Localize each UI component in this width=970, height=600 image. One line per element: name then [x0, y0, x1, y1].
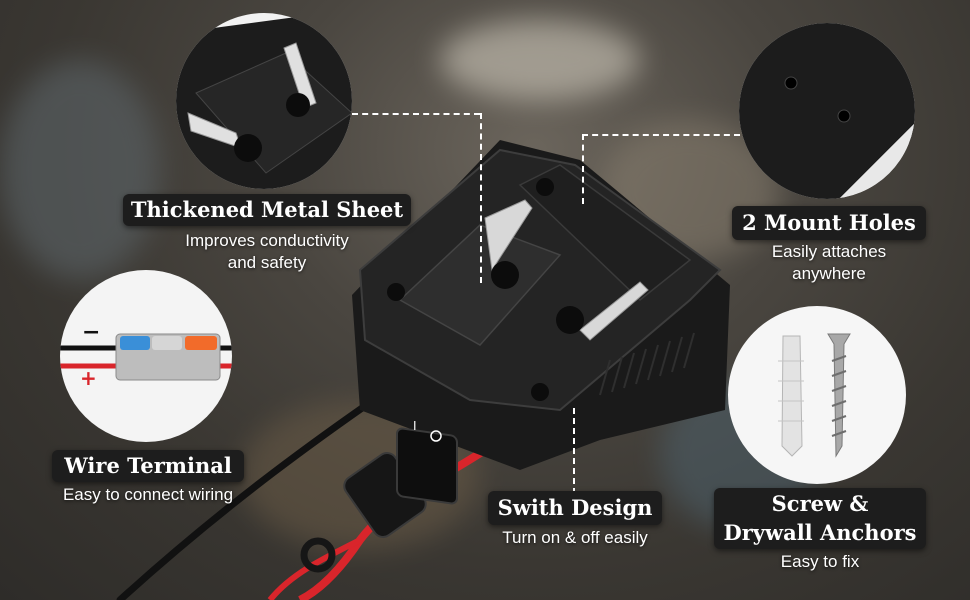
mount-holes-title: 2 Mount Holes — [732, 206, 926, 240]
metal-sheet-title: Thickened Metal Sheet — [123, 194, 411, 226]
connector-line — [352, 113, 480, 115]
connector-line — [573, 408, 575, 494]
wire-terminal-closeup: − + — [60, 270, 232, 442]
metal-sheet-description-line: and safety — [227, 253, 307, 272]
plus-symbol: + — [80, 366, 97, 390]
metal-contact — [484, 199, 533, 272]
connector-line — [582, 134, 584, 204]
metal-sheet-closeup — [176, 13, 352, 189]
mount-holes-closeup — [739, 23, 915, 199]
metal-sheet-description-line: Improves conductivity — [185, 231, 349, 250]
screws-title-line: Drywall Anchors — [723, 520, 917, 545]
background-blur — [0, 60, 160, 280]
screws-title: Screw & Drywall Anchors — [714, 488, 926, 549]
metal-sheet-closeup-image — [176, 13, 352, 189]
screws-title-line: Screw & — [771, 491, 869, 516]
mount-hole — [531, 383, 549, 401]
switch-description: Turn on & off easily — [502, 528, 648, 547]
metal-contact — [579, 281, 649, 341]
screws-description: Easy to fix — [780, 552, 860, 571]
mount-holes-description-line: Easily attaches — [771, 242, 887, 261]
adapter-top-face — [358, 148, 722, 412]
wire-terminal-title: Wire Terminal — [52, 450, 244, 482]
mount-holes-description: Easily attaches anywhere — [732, 241, 926, 285]
svg-text:I: I — [413, 419, 417, 433]
mount-holes-closeup-image — [739, 23, 915, 199]
connector-line — [480, 113, 482, 283]
mount-hole — [387, 283, 405, 301]
side-vents — [599, 332, 695, 396]
background-light — [440, 20, 640, 100]
rocker-switch: I — [396, 419, 458, 505]
mount-holes-description-line: anywhere — [792, 264, 866, 283]
minus-symbol: − — [82, 320, 101, 345]
wire-terminal-description: Easy to connect wiring — [62, 485, 234, 504]
screws-closeup — [728, 306, 906, 484]
screw-and-anchor-image — [778, 333, 851, 458]
switch-title: Swith Design — [488, 491, 662, 525]
connector-line — [582, 134, 740, 136]
mount-hole — [536, 178, 554, 196]
wire-terminal-image — [60, 333, 232, 381]
metal-sheet-description: Improves conductivity and safety — [140, 230, 394, 274]
